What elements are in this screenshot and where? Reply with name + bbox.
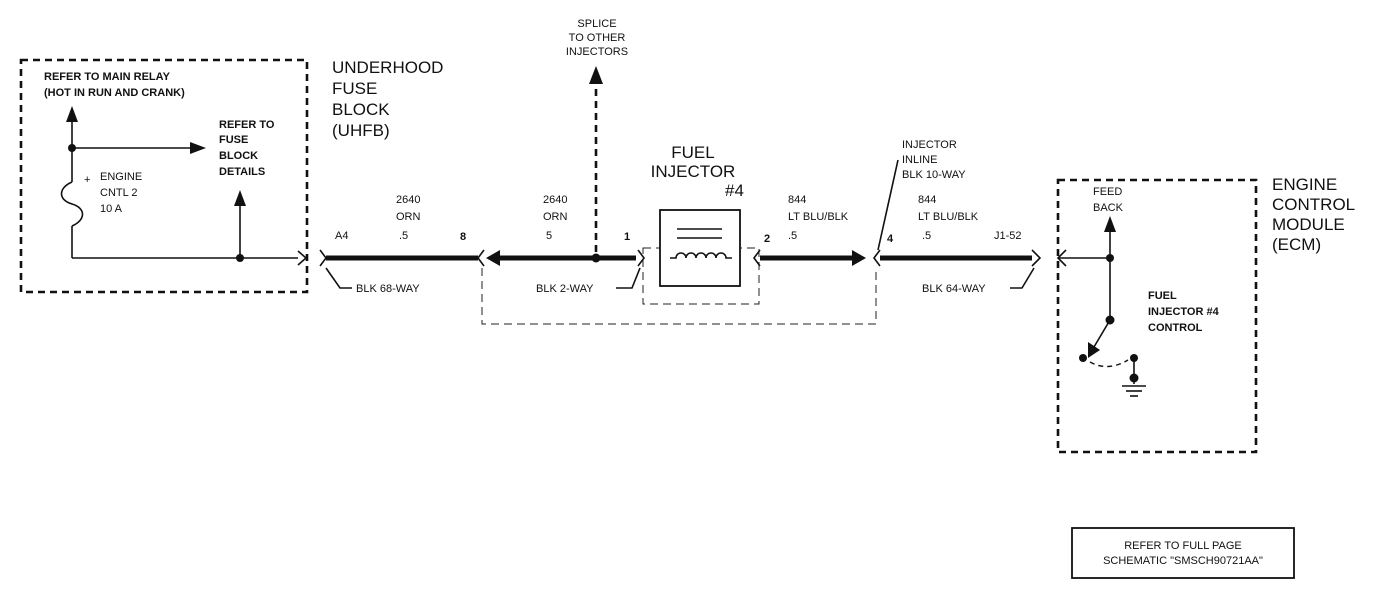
relay-feed-arrow-icon [66,106,78,122]
connector-group-bracket [481,268,877,325]
injector-control-label-3: CONTROL [1148,322,1203,334]
wire-arrow-icon [852,250,866,266]
fuse-details-label-4: DETAILS [219,166,265,178]
wire1-circuit: 2640 [396,194,420,206]
ecm-boundary [1056,178,1258,454]
fuse-block-title-2: FUSE [332,79,377,98]
feedback-arrow-icon [1104,216,1116,232]
wire3-circuit: 844 [788,194,806,206]
inline-connector-label-2: INLINE [902,154,937,166]
connector-chevron-icon [753,249,761,267]
driver-switch-dashed-link [1089,359,1129,368]
wire-arrow-icon [486,250,500,266]
pin-a4: A4 [335,230,348,242]
reference-note-box [1071,527,1295,579]
reference-note-line-2: SCHEMATIC "SMSCH90721AA" [1103,555,1263,567]
pin-1: 1 [624,231,630,243]
connector-leader [1010,267,1035,289]
main-relay-label-2: (HOT IN RUN AND CRANK) [44,87,185,99]
fuse-plus-sign: + [84,174,90,186]
wire1-size: .5 [399,230,408,242]
wire2-size: 5 [546,230,552,242]
fuse-block-branch-arrow-icon [234,190,246,206]
injector-control-label-2: INJECTOR #4 [1148,306,1220,318]
main-relay-label-1: REFER TO MAIN RELAY [44,71,171,83]
pin-2: 2 [764,233,770,245]
ecm-title-3: MODULE [1272,215,1345,234]
fuse-block-title-4: (UHFB) [332,121,390,140]
fuse-details-label-3: BLOCK [219,150,258,162]
fuse-details-arrow-icon [190,142,206,154]
connector-2-way: BLK 2-WAY [536,283,594,295]
fuse-block-title-3: BLOCK [332,100,390,119]
splice-dot [591,253,601,263]
fuse-icon [60,181,84,227]
connector-chevron-icon [297,250,308,266]
reference-note-line-1: REFER TO FULL PAGE [1124,540,1242,552]
connector-chevron-icon [1031,249,1042,267]
fuse-details-label-1: REFER TO [219,119,275,131]
inline-connector-leader [877,159,899,251]
fuse-block-title-1: UNDERHOOD [332,58,443,77]
feedback-label-1: FEED [1093,186,1122,198]
connector-leader [325,267,352,289]
connector-chevron-icon [637,249,645,267]
connector-chevron-icon [873,249,881,267]
feedback-label-2: BACK [1093,202,1124,214]
fuse-label-2: CNTL 2 [100,187,138,199]
ecm-title-4: (ECM) [1272,235,1321,254]
wire2-color: ORN [543,211,568,223]
wire3-color: LT BLU/BLK [788,211,849,223]
connector-chevron-icon [319,249,327,267]
wire3-size: .5 [788,230,797,242]
fuse-details-label-2: FUSE [219,134,248,146]
fuel-injector-box [659,209,741,287]
splice-label-3: INJECTORS [566,46,628,58]
driver-switch-arrow-icon [1088,342,1100,358]
inline-connector-label-1: INJECTOR [902,139,957,151]
fuse-label-1: ENGINE [100,171,142,183]
splice-label-1: SPLICE [577,18,616,30]
pin-8: 8 [460,231,466,243]
wire4-circuit: 844 [918,194,936,206]
connector-64-way: BLK 64-WAY [922,283,986,295]
pin-4: 4 [887,233,894,245]
ecm-title-1: ENGINE [1272,175,1337,194]
driver-contact-dot [1079,354,1087,362]
wire4-size: .5 [922,230,931,242]
wire1-color: ORN [396,211,421,223]
injector-title-3: #4 [725,181,744,200]
splice-label-2: TO OTHER [569,32,626,44]
ground-dot [1129,373,1139,383]
wire4-color: LT BLU/BLK [918,211,979,223]
fuse-block-boundary [19,58,309,294]
injector-title-1: FUEL [671,143,714,162]
pin-j1-52: J1-52 [994,230,1022,242]
connector-leader [616,267,641,289]
injector-title-2: INJECTOR [651,162,736,181]
injector-coil-icon [670,252,732,259]
splice-arrow-icon [589,66,603,84]
connector-chevron-icon [477,249,485,267]
inline-connector-label-3: BLK 10-WAY [902,169,966,181]
ecm-title-2: CONTROL [1272,195,1355,214]
wire2-circuit: 2640 [543,194,567,206]
injector-control-label-1: FUEL [1148,290,1177,302]
connector-68-way: BLK 68-WAY [356,283,420,295]
fuse-label-3: 10 A [100,203,123,215]
